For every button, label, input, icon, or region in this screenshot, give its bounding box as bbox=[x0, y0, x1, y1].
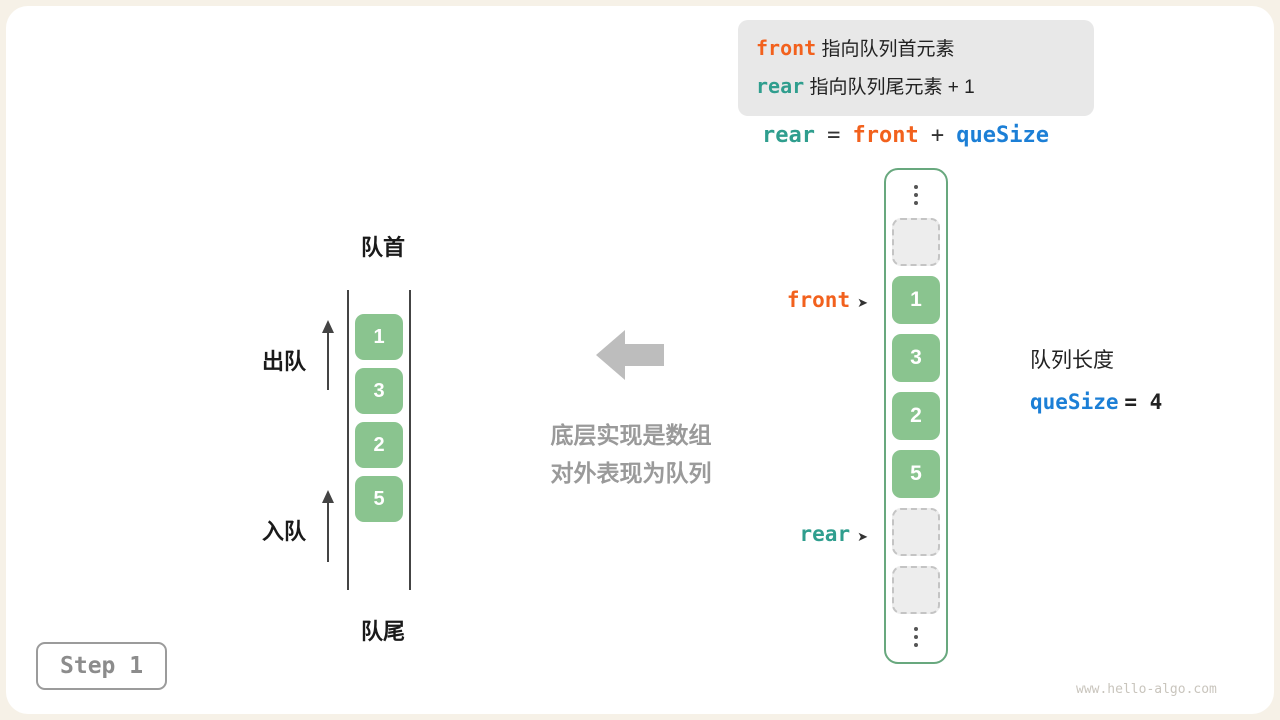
front-pointer: front ➤ bbox=[688, 286, 868, 318]
queue-cell: 2 bbox=[355, 422, 403, 468]
legend-line-front: front 指向队列首元素 bbox=[756, 30, 1076, 68]
rear-pointer: rear ➤ bbox=[688, 520, 868, 552]
diagram-card: front 指向队列首元素 rear 指向队列尾元素 + 1 rear = fr… bbox=[6, 6, 1274, 714]
quesize-value: = 4 bbox=[1124, 390, 1163, 414]
dot bbox=[914, 627, 918, 631]
array-cell-empty bbox=[892, 508, 940, 556]
legend-box: front 指向队列首元素 rear 指向队列尾元素 + 1 bbox=[738, 20, 1094, 116]
center-caption: 底层实现是数组 对外表现为队列 bbox=[506, 416, 756, 492]
queue-length-info: 队列长度 queSize = 4 bbox=[1030, 344, 1162, 415]
left-queue-cells: 1 3 2 5 bbox=[347, 290, 411, 590]
watermark: www.hello-algo.com bbox=[1076, 682, 1217, 697]
dot bbox=[914, 193, 918, 197]
ellipsis-icon bbox=[914, 182, 918, 208]
left-block-arrow-icon bbox=[596, 330, 664, 380]
dequeue-arrow-icon bbox=[322, 320, 334, 390]
formula-plus: + bbox=[930, 123, 945, 148]
ellipsis-icon bbox=[914, 624, 918, 650]
front-pointer-label: front bbox=[786, 288, 851, 312]
array-cell-empty bbox=[892, 218, 940, 266]
dot bbox=[914, 185, 918, 189]
formula: rear = front + queSize bbox=[762, 122, 1055, 148]
center-caption-line1: 底层实现是数组 bbox=[550, 422, 712, 448]
legend-line-rear: rear 指向队列尾元素 + 1 bbox=[756, 68, 1076, 106]
dot bbox=[914, 643, 918, 647]
center-caption-line2: 对外表现为队列 bbox=[550, 460, 712, 486]
dot bbox=[914, 635, 918, 639]
array-cell-empty bbox=[892, 566, 940, 614]
formula-quesize: queSize bbox=[956, 123, 1049, 148]
formula-rear: rear bbox=[762, 123, 815, 148]
queue-cell: 1 bbox=[355, 314, 403, 360]
queue-head-label: 队首 bbox=[360, 235, 405, 260]
enqueue-label: 入队 bbox=[262, 519, 307, 544]
queue-cell: 5 bbox=[355, 476, 403, 522]
array-cell: 2 bbox=[892, 392, 940, 440]
array-cell: 5 bbox=[892, 450, 940, 498]
quesize-keyword: queSize bbox=[1030, 390, 1119, 414]
formula-equals: = bbox=[827, 123, 841, 148]
rear-keyword: rear bbox=[756, 74, 805, 98]
enqueue-arrow-icon bbox=[322, 490, 334, 562]
front-keyword: front bbox=[756, 36, 817, 60]
array-column: 1 3 2 5 bbox=[884, 168, 948, 664]
front-description: 指向队列首元素 bbox=[821, 39, 955, 60]
dot bbox=[914, 201, 918, 205]
queue-tail-label: 队尾 bbox=[360, 619, 405, 644]
array-cell: 3 bbox=[892, 334, 940, 382]
queue-length-label: 队列长度 bbox=[1030, 349, 1114, 372]
step-badge: Step 1 bbox=[36, 642, 168, 690]
queue-cell: 3 bbox=[355, 368, 403, 414]
rear-pointer-arrow-icon: ➤ bbox=[857, 530, 868, 545]
quesize-equation: queSize = 4 bbox=[1030, 390, 1162, 415]
dequeue-label: 出队 bbox=[262, 349, 307, 374]
rear-pointer-label: rear bbox=[799, 522, 851, 546]
formula-front: front bbox=[852, 123, 919, 148]
array-cell: 1 bbox=[892, 276, 940, 324]
front-pointer-arrow-icon: ➤ bbox=[857, 296, 868, 311]
rear-description: 指向队列尾元素 + 1 bbox=[809, 77, 975, 98]
